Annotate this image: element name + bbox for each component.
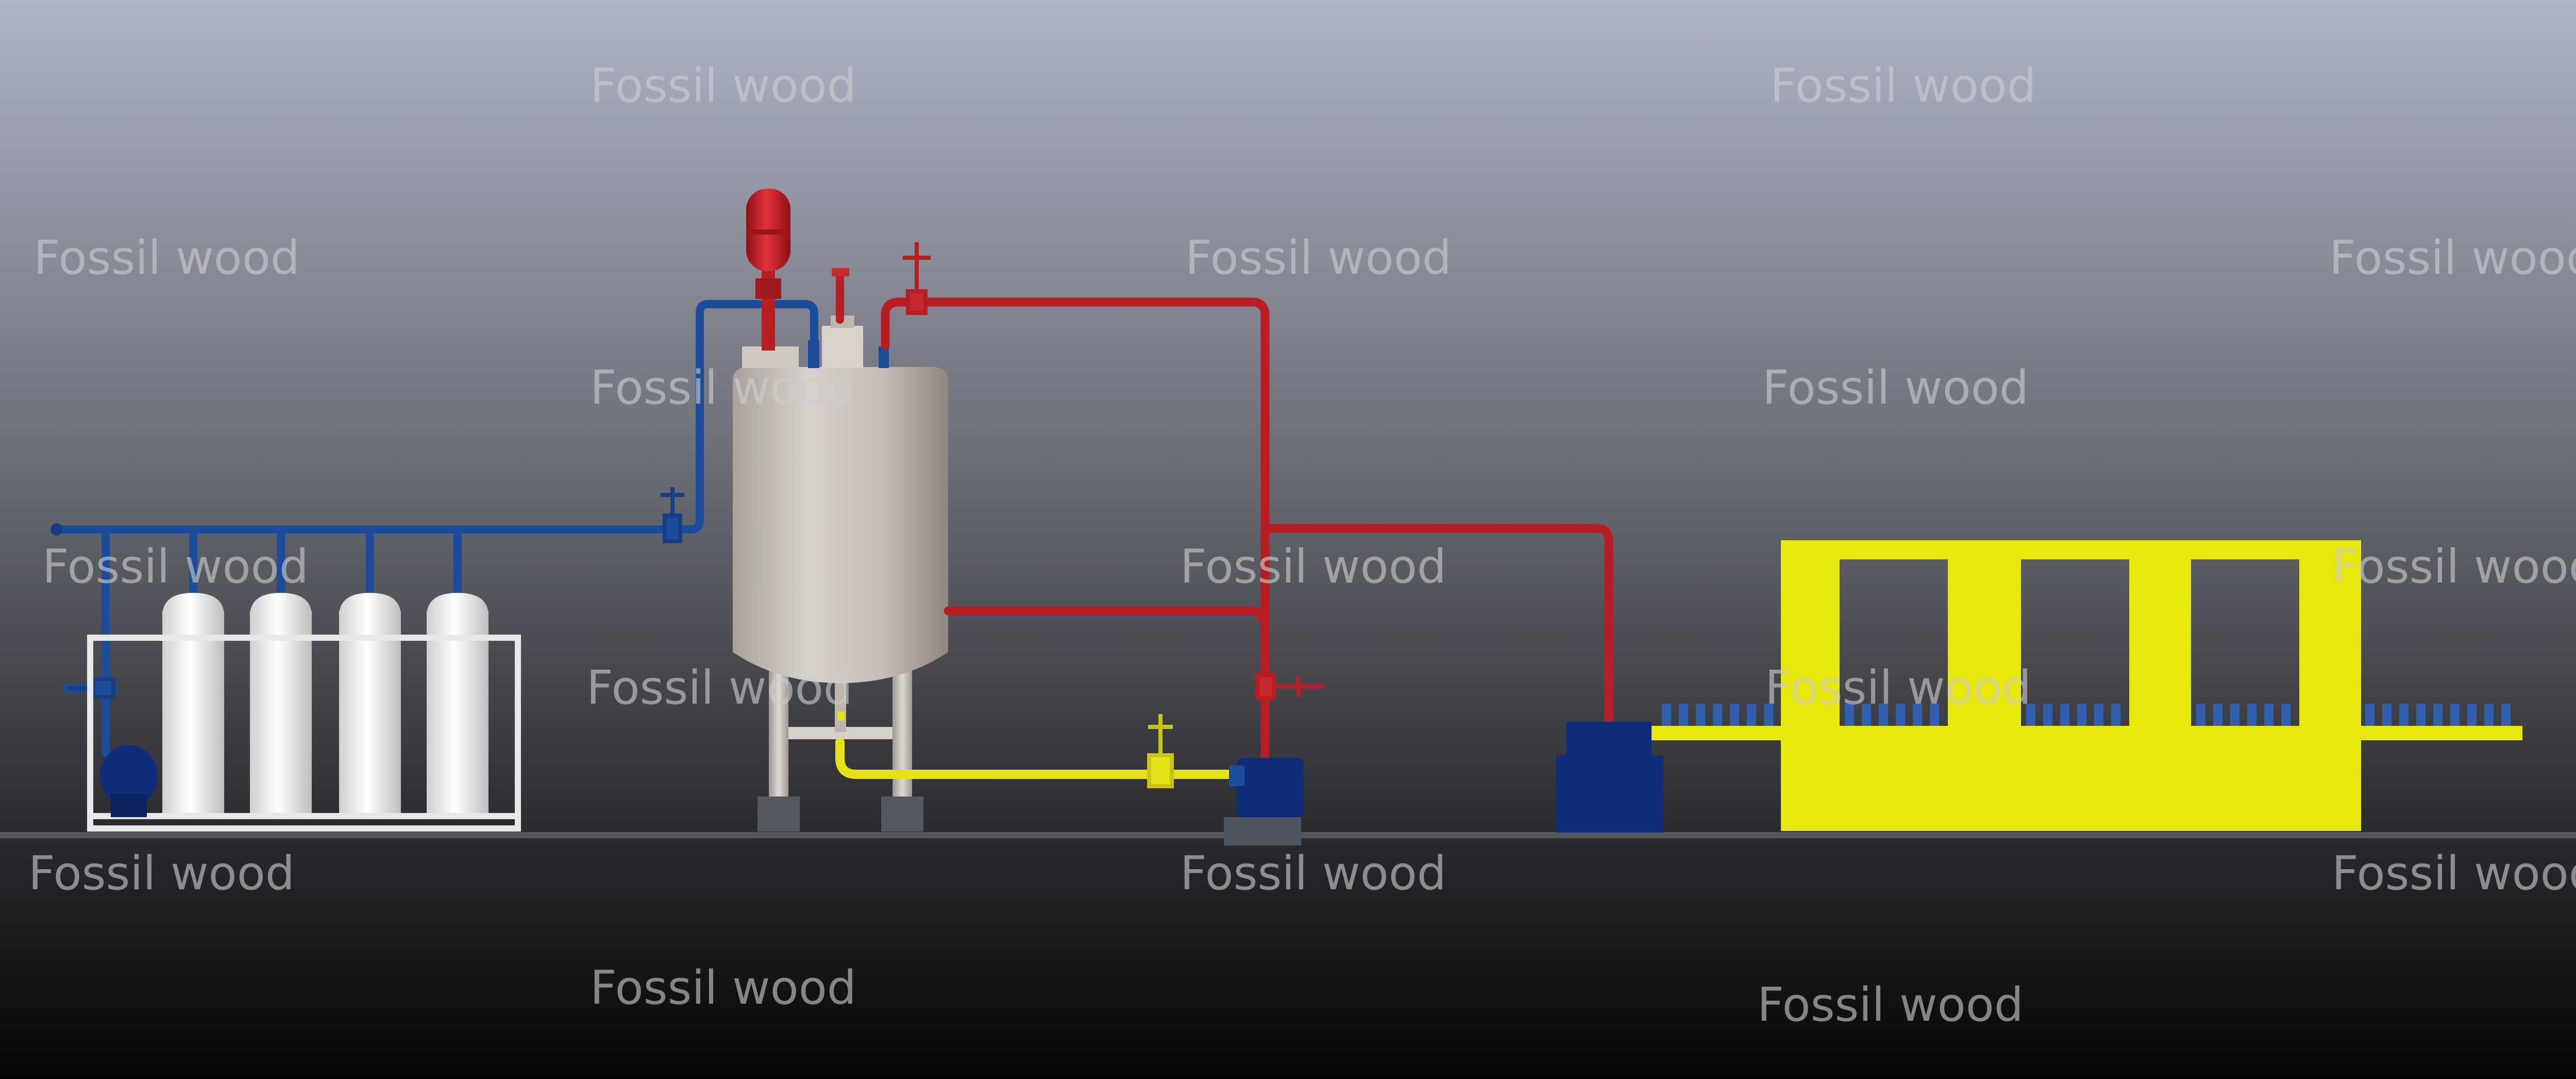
tank-foot-left [757,796,800,832]
tank-yellow-marker [837,711,845,721]
agitator-coupling [755,278,781,299]
gas-cylinder-rack [50,300,818,832]
tank-foot-right [881,796,923,832]
window-bottles [1845,704,2291,726]
lower-red-valve [1255,673,1324,700]
gas-cylinder-3 [339,593,401,816]
tank-body [733,367,948,683]
header-valve [661,487,684,543]
conveyor-bottles-left [1662,704,1773,726]
conveyor-line [1652,540,2522,831]
tank-blue-inlet [808,340,819,368]
tank-nozzle [822,326,863,368]
gas-cylinder-1 [162,593,224,816]
agitator-motor-band [746,229,790,235]
blue-feed-machine [1556,722,1663,833]
top-red-valve [903,242,931,315]
gas-cylinder-2 [250,593,312,816]
tank-leg-left [769,660,788,799]
mixing-tank [733,189,948,832]
tank-blue-inlet-2 [879,346,889,368]
center-pump [1224,758,1304,845]
yellow-valve [1147,714,1174,788]
red-piping [881,297,1613,773]
blue-pump [100,745,158,817]
rack-frame [87,635,521,832]
gas-cylinder-4 [427,593,489,816]
vent-cap [832,268,849,276]
yellow-pipe [835,738,1236,779]
yellow-filling-frame [1781,540,2361,831]
pipe-end-cap [50,523,63,536]
conveyor-bottles-right [2365,704,2511,726]
